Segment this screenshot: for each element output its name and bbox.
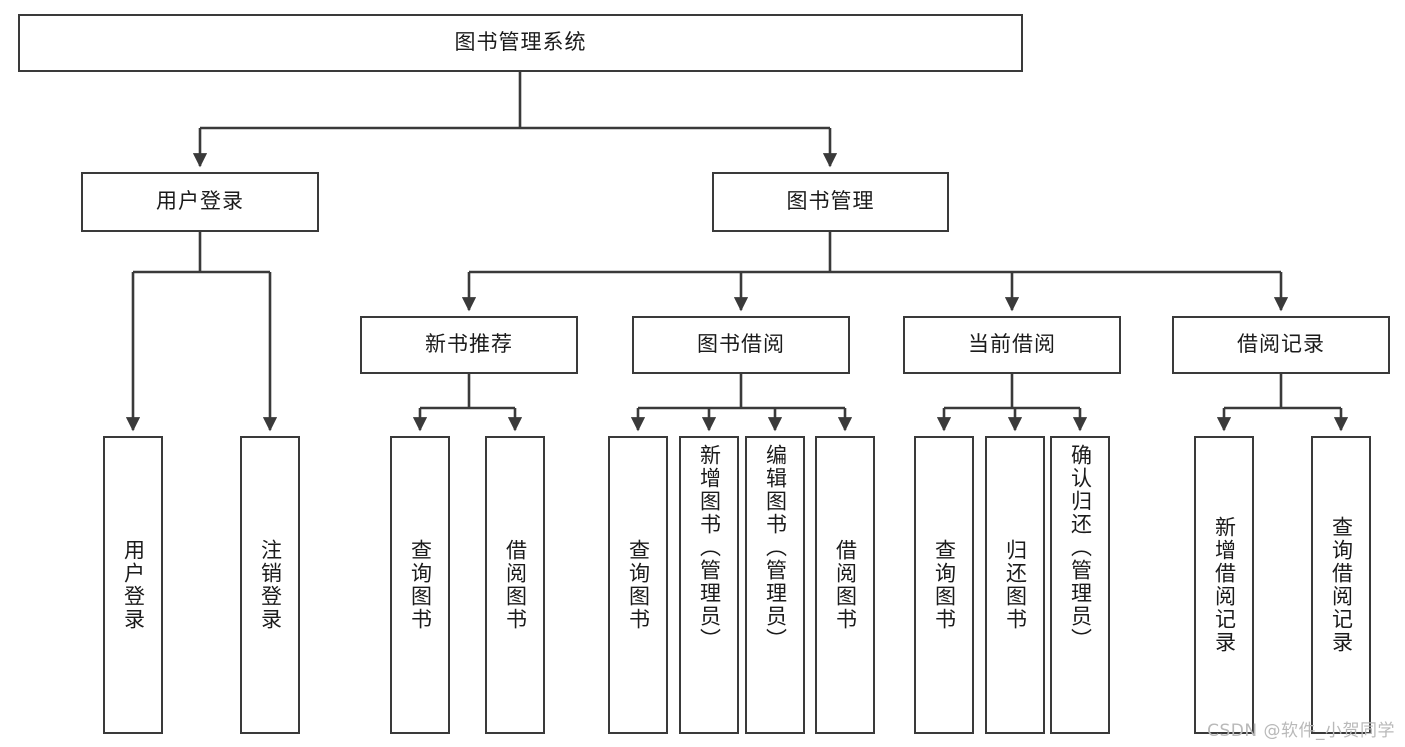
node-leaf-confirm-return-label: 确认归还（管理员） (1068, 444, 1093, 651)
node-borrow-record[interactable]: 借阅记录 (1172, 316, 1390, 374)
node-leaf-query-book-br[interactable]: 查询图书 (608, 436, 668, 734)
node-borrow-record-label: 借阅记录 (1237, 332, 1325, 357)
node-book-manage[interactable]: 图书管理 (712, 172, 949, 232)
node-root[interactable]: 图书管理系统 (18, 14, 1023, 72)
node-leaf-query-record[interactable]: 查询借阅记录 (1311, 436, 1371, 734)
node-book-borrow-label: 图书借阅 (697, 332, 785, 357)
node-leaf-query-book-rec-label: 查询图书 (408, 539, 433, 631)
node-leaf-query-book-cb-label: 查询图书 (932, 539, 957, 631)
node-new-book-rec-label: 新书推荐 (425, 332, 513, 357)
node-leaf-return-book[interactable]: 归还图书 (985, 436, 1045, 734)
node-leaf-add-record[interactable]: 新增借阅记录 (1194, 436, 1254, 734)
node-leaf-user-login[interactable]: 用户登录 (103, 436, 163, 734)
node-leaf-borrow-book-br[interactable]: 借阅图书 (815, 436, 875, 734)
node-leaf-query-book-rec[interactable]: 查询图书 (390, 436, 450, 734)
node-current-borrow-label: 当前借阅 (968, 332, 1056, 357)
node-leaf-query-record-label: 查询借阅记录 (1329, 516, 1354, 654)
node-leaf-add-book-label: 新增图书（管理员） (697, 444, 722, 651)
node-leaf-borrow-book-rec-label: 借阅图书 (503, 539, 528, 631)
node-current-borrow[interactable]: 当前借阅 (903, 316, 1121, 374)
node-leaf-add-book[interactable]: 新增图书（管理员） (679, 436, 739, 734)
node-leaf-user-login-label: 用户登录 (121, 539, 146, 631)
node-leaf-borrow-book-br-label: 借阅图书 (833, 539, 858, 631)
node-leaf-query-book-br-label: 查询图书 (626, 539, 651, 631)
node-leaf-logout-label: 注销登录 (258, 539, 283, 631)
node-new-book-rec[interactable]: 新书推荐 (360, 316, 578, 374)
node-leaf-return-book-label: 归还图书 (1003, 539, 1028, 631)
node-leaf-borrow-book-rec[interactable]: 借阅图书 (485, 436, 545, 734)
node-root-label: 图书管理系统 (454, 30, 587, 55)
node-leaf-confirm-return[interactable]: 确认归还（管理员） (1050, 436, 1110, 734)
csdn-watermark: CSDN @软件_小贺同学 (1207, 721, 1395, 741)
node-book-manage-label: 图书管理 (786, 189, 875, 214)
node-user-login[interactable]: 用户登录 (81, 172, 319, 232)
node-leaf-edit-book[interactable]: 编辑图书（管理员） (745, 436, 805, 734)
node-leaf-query-book-cb[interactable]: 查询图书 (914, 436, 974, 734)
node-leaf-logout[interactable]: 注销登录 (240, 436, 300, 734)
node-leaf-edit-book-label: 编辑图书（管理员） (763, 444, 788, 651)
node-book-borrow[interactable]: 图书借阅 (632, 316, 850, 374)
node-leaf-add-record-label: 新增借阅记录 (1212, 516, 1237, 654)
node-user-login-label: 用户登录 (156, 189, 244, 214)
